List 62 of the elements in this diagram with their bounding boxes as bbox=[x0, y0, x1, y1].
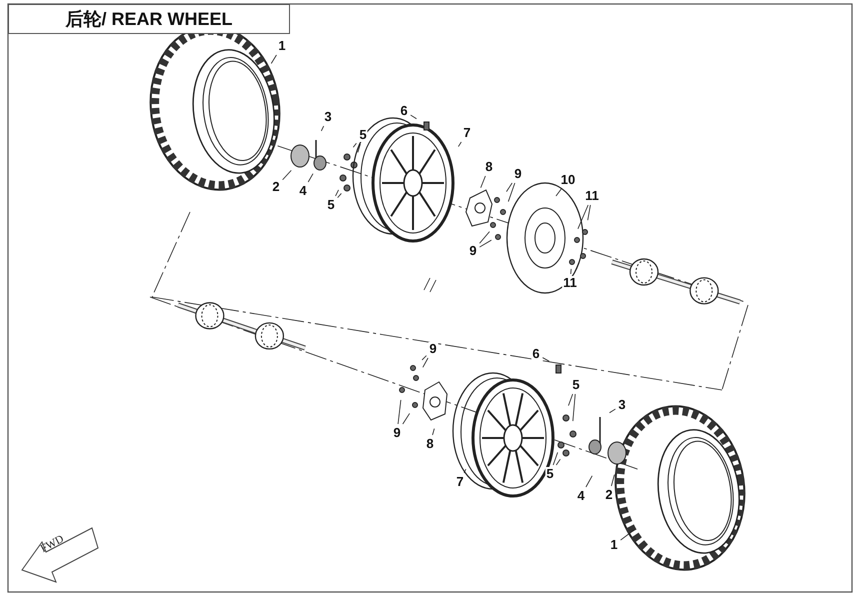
leader-line bbox=[479, 231, 490, 244]
leader-line bbox=[464, 468, 466, 474]
leader-line bbox=[352, 142, 357, 148]
leader-line bbox=[556, 458, 561, 466]
leader-line bbox=[335, 190, 339, 196]
diagram-title: 后轮/ REAR WHEEL bbox=[8, 4, 290, 34]
callout-number: 4 bbox=[298, 184, 308, 198]
direction-label: FWD bbox=[38, 532, 66, 556]
callout-number: 1 bbox=[609, 538, 619, 552]
leader-line bbox=[479, 240, 492, 248]
callout-number: 8 bbox=[425, 437, 435, 451]
leader-line bbox=[432, 428, 435, 436]
leader-line bbox=[574, 262, 580, 274]
leader-line bbox=[586, 475, 593, 488]
callout-number: 5 bbox=[571, 378, 581, 392]
leader-line bbox=[270, 54, 277, 64]
leader-line bbox=[402, 413, 410, 424]
leader-line bbox=[458, 142, 462, 147]
callout-number: 5 bbox=[326, 198, 336, 212]
callout-number: 9 bbox=[392, 426, 402, 440]
leader-line bbox=[587, 204, 591, 221]
leader-line bbox=[422, 355, 427, 360]
leader-line bbox=[542, 357, 550, 362]
callout-number: 1 bbox=[277, 39, 287, 53]
leader-line bbox=[410, 114, 417, 120]
callout-number: 6 bbox=[531, 347, 541, 361]
leader-line bbox=[337, 193, 342, 198]
leader-line bbox=[578, 204, 589, 230]
callout-number: 9 bbox=[428, 342, 438, 356]
callout-number: 7 bbox=[462, 126, 472, 140]
callout-number: 9 bbox=[468, 244, 478, 258]
leader-line bbox=[568, 394, 574, 406]
callout-number: 11 bbox=[562, 276, 578, 290]
callout-number: 5 bbox=[545, 467, 555, 481]
callout-number: 11 bbox=[584, 189, 600, 203]
leader-line bbox=[620, 530, 634, 540]
callout-number: 5 bbox=[358, 128, 368, 142]
leader-line bbox=[398, 400, 402, 424]
leader-line bbox=[570, 268, 572, 274]
callout-number: 9 bbox=[513, 167, 523, 181]
callout-number: 6 bbox=[399, 104, 409, 118]
leader-line bbox=[552, 452, 558, 466]
leader-line bbox=[609, 408, 616, 414]
callout-number: 3 bbox=[617, 398, 627, 412]
callout-number: 4 bbox=[576, 489, 586, 503]
leader-line bbox=[422, 358, 428, 368]
callout-number: 3 bbox=[323, 110, 333, 124]
leader-line bbox=[480, 176, 486, 188]
leader-line bbox=[357, 144, 361, 153]
leader-line bbox=[572, 394, 576, 422]
leader-line bbox=[508, 182, 516, 202]
callout-number: 8 bbox=[484, 160, 494, 174]
callout-number: 10 bbox=[560, 173, 576, 187]
callout-number: 7 bbox=[455, 475, 465, 489]
leader-line bbox=[556, 188, 562, 196]
leader-line bbox=[506, 182, 513, 192]
leader-line bbox=[282, 170, 292, 180]
callout-number: 2 bbox=[271, 180, 281, 194]
leader-line bbox=[611, 474, 615, 486]
callout-number: 2 bbox=[604, 488, 614, 502]
leader-line bbox=[320, 126, 324, 132]
leader-line bbox=[308, 173, 314, 182]
